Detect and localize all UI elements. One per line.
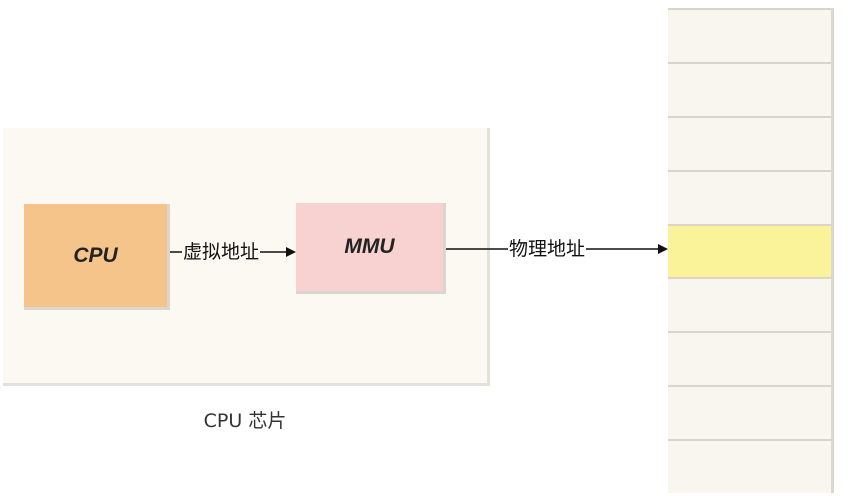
mmu-block: MMU [296, 203, 446, 294]
memory-cell [668, 439, 834, 493]
memory-cell [668, 8, 834, 62]
virtual-address-label: 虚拟地址 [182, 240, 261, 264]
physical-memory [668, 8, 838, 493]
physical-address-label: 物理地址 [508, 237, 587, 261]
memory-cell [668, 385, 834, 440]
cpu-chip-label: CPU 芯片 [203, 410, 287, 432]
arrow-cpu-to-mmu-head [286, 247, 296, 257]
mmu-block-label: MMU [344, 235, 395, 258]
memory-cell [668, 61, 834, 116]
arrow-mmu-to-memory-head [658, 244, 668, 254]
memory-cell-highlighted [668, 223, 834, 278]
memory-cell [668, 277, 834, 332]
cpu-block: CPU [24, 204, 170, 310]
cpu-block-label: CPU [73, 243, 118, 267]
memory-cell [668, 331, 834, 386]
memory-cell [668, 169, 834, 224]
memory-cell [668, 115, 834, 170]
